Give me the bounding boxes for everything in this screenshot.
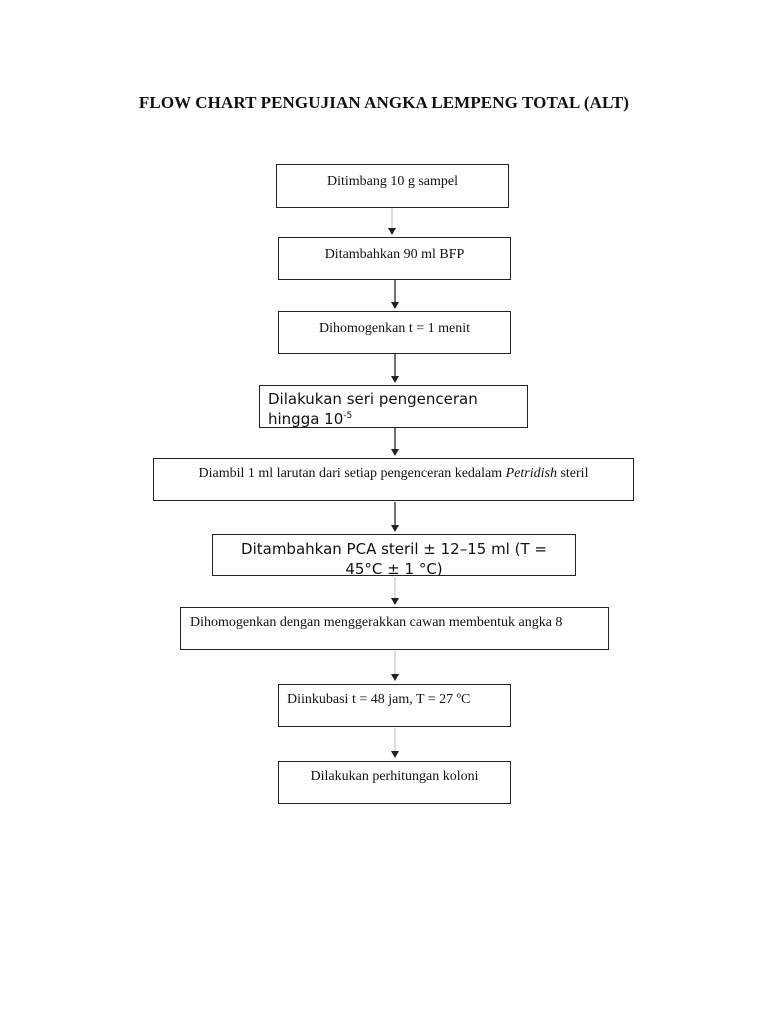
arrow-2 (391, 280, 399, 309)
step-swirl-plate: Dihomogenkan dengan menggerakkan cawan m… (180, 607, 609, 650)
arrow-4 (391, 428, 399, 456)
step-pipette-label: Diambil 1 ml larutan dari setiap pengenc… (198, 466, 589, 481)
arrow-7 (391, 651, 399, 681)
arrow-8 (391, 728, 399, 758)
step-add-pca-label: Ditambahkan PCA steril ± 12–15 ml (T = 4… (241, 540, 547, 576)
petridish-term: Petridish (505, 466, 557, 481)
arrow-5 (391, 502, 399, 532)
step-incubate-label: Diinkubasi t = 48 jam, T = 27 ºC (287, 692, 471, 707)
step-pipette-to-petridish: Diambil 1 ml larutan dari setiap pengenc… (153, 458, 634, 501)
step-weigh-sample: Ditimbang 10 g sampel (276, 164, 509, 208)
arrow-3 (391, 354, 399, 383)
dilution-exponent: -5 (343, 411, 353, 421)
step-add-bfp-label: Ditambahkan 90 ml BFP (324, 247, 465, 262)
step-swirl-plate-label: Dihomogenkan dengan menggerakkan cawan m… (190, 615, 563, 630)
step-add-pca: Ditambahkan PCA steril ± 12–15 ml (T = 4… (212, 534, 576, 576)
step-serial-dilution-label: Dilakukan seri pengenceran hingga 10-5 (268, 390, 478, 428)
step-count-colonies: Dilakukan perhitungan koloni (278, 761, 511, 804)
step-weigh-sample-label: Ditimbang 10 g sampel (326, 174, 459, 189)
step-homogenize-label: Dihomogenkan t = 1 menit (319, 321, 470, 336)
step-serial-dilution: Dilakukan seri pengenceran hingga 10-5 (259, 385, 528, 428)
step-incubate: Diinkubasi t = 48 jam, T = 27 ºC (278, 684, 511, 727)
flowchart-title: FLOW CHART PENGUJIAN ANGKA LEMPENG TOTAL… (138, 93, 630, 112)
arrow-6 (391, 577, 399, 605)
step-homogenize: Dihomogenkan t = 1 menit (278, 311, 511, 354)
step-add-bfp: Ditambahkan 90 ml BFP (278, 237, 511, 280)
step-count-colonies-label: Dilakukan perhitungan koloni (310, 769, 479, 784)
arrow-1 (388, 208, 396, 235)
